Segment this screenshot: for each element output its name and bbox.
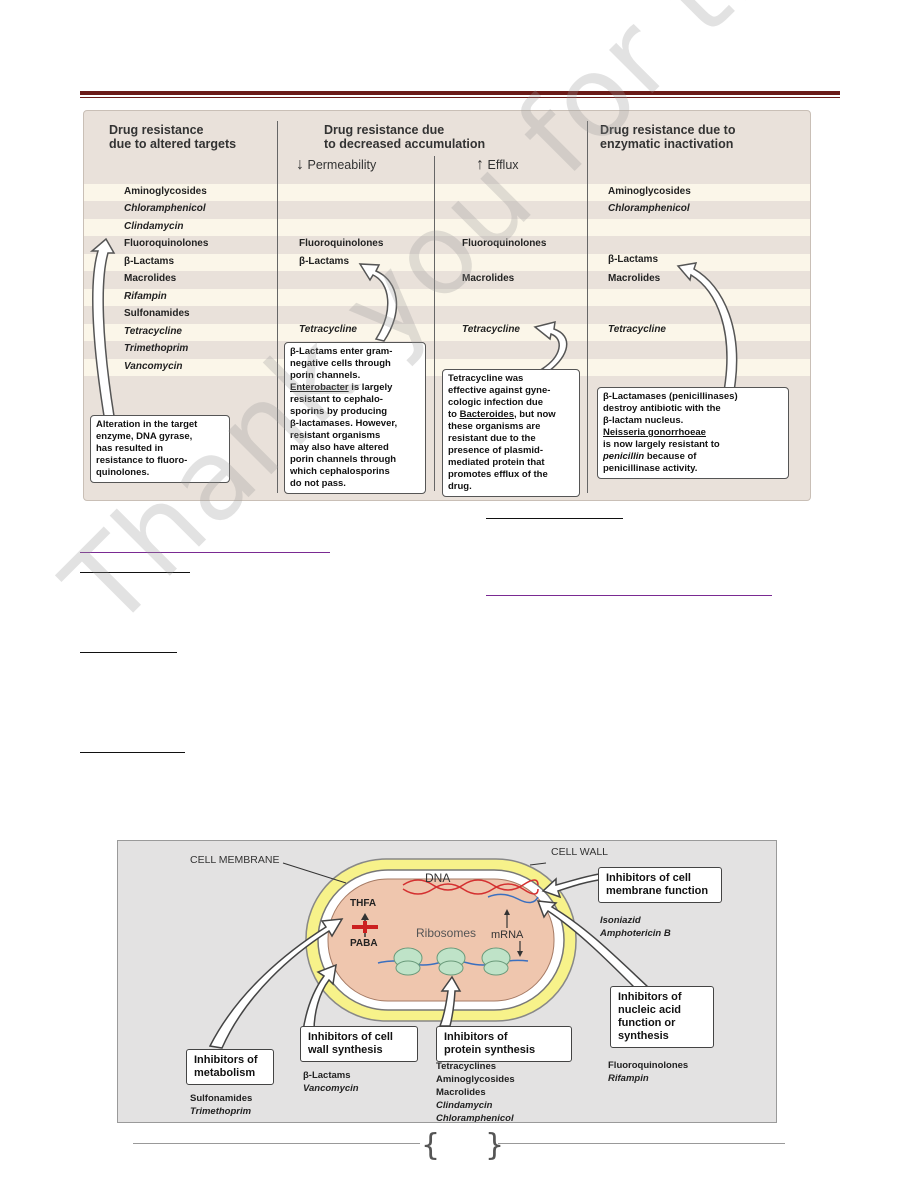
bacterial-cell-diagram xyxy=(208,858,650,1049)
column-divider xyxy=(277,121,278,493)
footer-brace-left: { xyxy=(421,1128,441,1163)
note-efflux: Tetracycline was effective against gyne-… xyxy=(442,369,580,497)
arrow-altered-target xyxy=(89,237,116,417)
arrow-enzymatic xyxy=(676,262,738,392)
ribosome xyxy=(395,960,421,976)
drug-item: Aminoglycosides xyxy=(608,186,691,197)
arrow-metabolism xyxy=(208,918,344,1049)
footer-brace-right: } xyxy=(485,1128,505,1163)
arrow-permeability xyxy=(358,263,398,342)
footer-rule-left xyxy=(133,1143,420,1144)
paba-label: PABA xyxy=(350,938,378,949)
row-band xyxy=(84,359,810,376)
drug-item: Tetracycline xyxy=(299,324,357,335)
drug-item: Tetracycline xyxy=(608,324,666,335)
column-divider xyxy=(587,121,588,493)
drug-item: Fluoroquinolones xyxy=(299,238,384,249)
dna-strand xyxy=(402,883,539,895)
dna-strand xyxy=(402,879,539,891)
drug-item: β-Lactams xyxy=(608,254,659,265)
header-rule-thin xyxy=(80,97,840,98)
ribosomes-label: Ribosomes xyxy=(416,926,477,940)
cell-membrane-label: CELL MEMBRANE xyxy=(190,854,280,866)
drug-item: Trimethoprim xyxy=(124,343,189,354)
drug-item: Macrolides xyxy=(124,273,177,284)
thfa-label: THFA xyxy=(350,898,377,909)
ribosome xyxy=(438,960,464,976)
note-permeability: β-Lactams enter gram- negative cells thr… xyxy=(284,342,426,494)
row-band xyxy=(84,289,810,306)
drug-item: Rifampin xyxy=(124,291,167,302)
ribosome xyxy=(483,960,509,976)
permeability-subheading: ↓ Permeability xyxy=(296,156,377,173)
drug-item: Vancomycin xyxy=(124,361,183,372)
drug-item: Clindamycin xyxy=(124,221,184,232)
drug-item: β-Lactams xyxy=(299,256,350,267)
drug-item: Sulfonamides xyxy=(124,308,190,319)
cell-wall-label: CELL WALL xyxy=(551,846,608,858)
header-rule-thick xyxy=(80,91,840,95)
drug-item: Chloramphenicol xyxy=(124,203,206,214)
mrna-label: mRNA xyxy=(491,929,524,941)
drug-item: Macrolides xyxy=(462,273,515,284)
column-divider xyxy=(434,156,435,491)
note-altered-target: Alteration in the target enzyme, DNA gyr… xyxy=(90,415,230,483)
arrow-nucleic-acid xyxy=(536,900,650,990)
hyperlink-underline[interactable] xyxy=(486,595,772,596)
underline-mark xyxy=(80,752,185,753)
underline-mark xyxy=(486,518,623,519)
cell-wall-pointer xyxy=(529,862,547,866)
antibiotic-targets-figure: CELL MEMBRANE CELL WALL DNA THFA PABA Ri… xyxy=(117,840,777,1123)
footer-rule-right xyxy=(498,1143,785,1144)
arrow-protein-synthesis xyxy=(438,975,462,1027)
drug-item: Chloramphenicol xyxy=(608,203,690,214)
dna-label: DNA xyxy=(425,871,451,885)
drug-item: Tetracycline xyxy=(124,326,182,337)
efflux-subheading: ↑ Efflux xyxy=(476,156,519,173)
hyperlink-underline[interactable] xyxy=(80,552,330,553)
cell-membrane-pointer xyxy=(282,862,347,884)
row-band xyxy=(84,254,810,271)
drug-item: Fluoroquinolones xyxy=(124,238,209,249)
arrow-efflux xyxy=(533,321,568,372)
drug-item: β-Lactams xyxy=(124,256,175,267)
underline-mark xyxy=(80,652,177,653)
drug-item: Aminoglycosides xyxy=(124,186,207,197)
arrow-wall-synthesis xyxy=(302,963,337,1032)
note-enzymatic: β-Lactamases (penicillinases) destroy an… xyxy=(597,387,789,479)
arrow-membrane-function xyxy=(541,872,607,899)
drug-item: Fluoroquinolones xyxy=(462,238,547,249)
callout-arrows xyxy=(89,237,738,417)
row-band xyxy=(84,184,810,201)
underline-mark xyxy=(80,572,190,573)
row-band xyxy=(84,324,810,341)
drug-item: Tetracycline xyxy=(462,324,520,335)
row-band xyxy=(84,219,810,236)
dna-strand-blue xyxy=(487,893,539,904)
drug-item: Macrolides xyxy=(608,273,661,284)
